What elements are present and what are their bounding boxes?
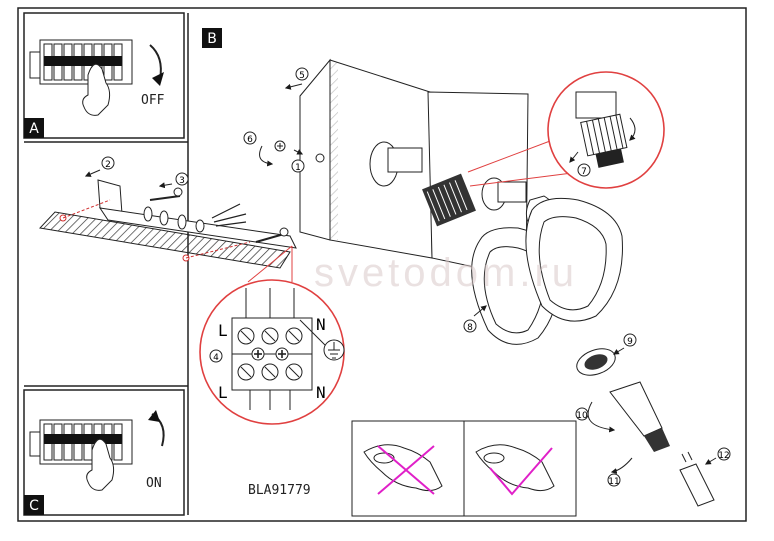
panel-c-letter-box [24,495,44,515]
step-9-callout: 9 [612,333,637,355]
svg-text:10: 10 [576,411,588,421]
panel-a: A OFF [23,12,185,139]
gu10-bulb-icon [679,451,715,507]
terminal-label-n-bottom: N [316,383,326,402]
model-code: BLA91779 [248,483,311,498]
screw-icon [274,140,286,152]
spotlight-right [481,177,623,322]
panel-c-state: ON [146,476,162,491]
svg-text:12: 12 [718,451,729,461]
svg-text:3: 3 [179,176,185,186]
handling-instructions [351,420,577,517]
gloved-hand-correct [475,444,555,496]
svg-text:6: 6 [247,135,253,145]
step-2-callout: 2 [84,156,115,177]
panel-b-letter-box [202,28,222,48]
step-3-callout: 3 [158,172,189,189]
panel-a-letter-box [24,118,44,138]
lampholder-threaded [422,173,476,227]
step-6-callout: 6 [243,131,304,167]
hand-icon [86,438,115,491]
panel-a-state: OFF [141,93,165,108]
terminal-label-n-top: N [316,315,326,334]
svg-text:1: 1 [295,163,301,173]
svg-text:8: 8 [467,323,473,333]
panel-b-letter: B [207,31,217,47]
step-12-callout: 12 [704,447,731,465]
step-11-callout: 11 [607,457,633,487]
rotate-arrow-icon [149,44,162,80]
terminal-label-l-top: L [218,321,228,340]
step-7-label: 7 [581,167,587,177]
breaker-panel-icon [29,419,133,465]
terminal-block-detail: L N L N 4 [199,245,345,425]
retaining-ring [576,348,616,376]
panel-a-letter: A [29,121,39,137]
step-5-callout: 5 [284,67,309,90]
svg-text:11: 11 [608,477,619,487]
step-1-callout: 1 [291,159,305,173]
earth-symbol-icon [323,339,345,361]
outer-border [17,7,747,522]
lampholder-detail: 7 [547,71,665,189]
svg-text:2: 2 [105,160,111,170]
watermark: svetodom.ru [314,251,578,295]
step-10-callout: 10 [575,401,616,433]
lampholder-thread [580,113,628,168]
check-mark-icon [489,447,553,496]
step-4-label: 4 [213,353,219,363]
svg-text:9: 9 [627,337,633,347]
breaker-panel-icon [29,39,133,85]
mounting-bracket [38,179,297,269]
cross-mark-icon [377,445,435,495]
panel-c-letter: C [29,498,39,514]
panel-c: C ON [23,389,185,516]
hand-icon [82,63,111,116]
bulb-icon [609,381,670,452]
step-8-callout: 8 [463,305,487,333]
terminal-label-l-bottom: L [218,383,228,402]
svg-text:5: 5 [299,71,305,81]
bare-hand-wrong [363,444,443,495]
